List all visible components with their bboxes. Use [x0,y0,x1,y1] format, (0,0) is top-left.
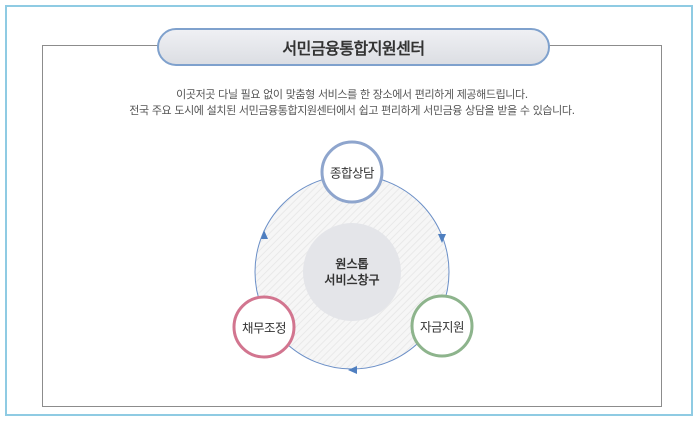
arrow-bottom [348,366,357,374]
node-consult-label: 종합상담 [329,165,375,181]
node-debt-circle [232,295,296,359]
description-line-2: 전국 주요 도시에 설치된 서민금융통합지원센터에서 쉽고 편리하게 서민금융 … [129,104,575,117]
arrow-right [438,234,446,243]
outer-frame [5,5,693,416]
page-title: 서민금융통합지원센터 [157,28,550,66]
node-debt-label: 채무조정 [241,320,287,336]
arrow-left [261,230,268,239]
center-label-line-2: 서비스창구 [324,273,380,287]
center-disc [303,223,401,321]
node-consult-circle [320,140,384,204]
node-funding-circle [410,294,474,358]
node-funding-label: 자금지원 [419,319,465,335]
center-label-line-1: 원스톱 [335,257,369,271]
center-label: 원스톱 서비스창구 [324,256,379,288]
description-line-1: 이곳저곳 다닐 필요 없이 맞춤형 서비스를 한 장소에서 편리하게 제공해드립… [176,88,528,101]
